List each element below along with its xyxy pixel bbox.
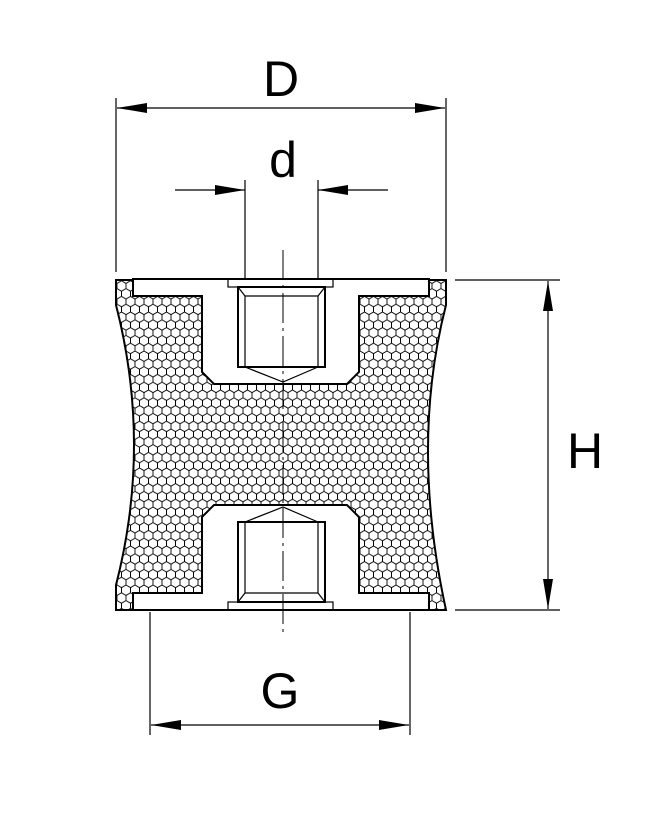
bottom-metal-insert [132,504,430,611]
label-G: G [261,663,300,719]
dimension-G: G [149,612,411,735]
dimension-H: H [455,279,603,611]
dimension-d: d [175,132,388,280]
label-D: D [263,51,299,107]
top-metal-insert [132,278,430,385]
rubber-body [115,279,448,611]
label-H: H [567,423,603,479]
dimension-D: D [115,51,447,272]
label-d: d [269,132,297,188]
